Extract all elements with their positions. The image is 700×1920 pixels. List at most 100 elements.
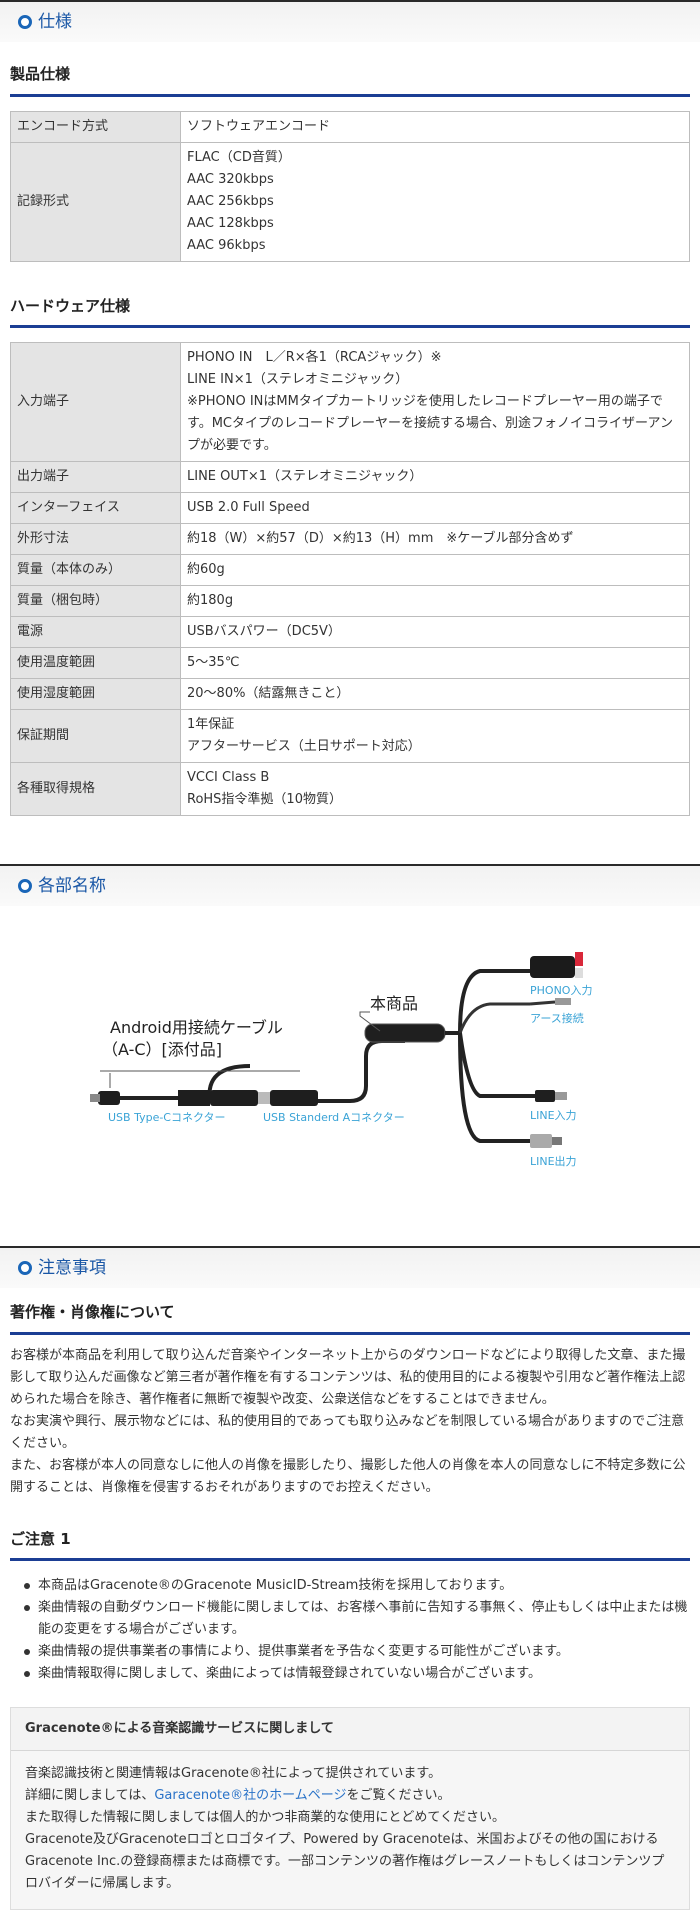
spec-value-line: PHONO IN L／R×各1（RCAジャック）※ <box>187 350 442 365</box>
spec-section-header: 仕様 <box>0 0 700 42</box>
spec-value-line: アフターサービス（土日サポート対応） <box>187 739 421 754</box>
gracenote-box-body: 音楽認識技術と関連情報はGracenote®社によって提供されています。 詳細に… <box>11 1751 689 1909</box>
spec-label: 入力端子 <box>10 342 181 462</box>
spec-value: 1年保証アフターサービス（土日サポート対応） <box>180 709 690 763</box>
list-item: 楽曲情報取得に関しまして、楽曲によっては情報登録されていない場合がございます。 <box>24 1663 690 1685</box>
parts-section-header: 各部名称 <box>0 864 700 906</box>
parts-diagram: Android用接続ケーブル （A-C）[添付品] 本商品 USB Type-C… <box>10 916 690 1246</box>
spec-value: LINE OUT×1（ステレオミニジャック） <box>180 461 690 493</box>
gracenote-line-prefix: 詳細に関しましては、 <box>25 1788 155 1804</box>
gracenote-homepage-link[interactable]: Garacenote®社のホームページ <box>154 1788 347 1804</box>
spec-value-line: ソフトウェアエンコード <box>187 118 331 134</box>
gracenote-line: Gracenote及びGracenoteロゴとロゴタイプ、Powered by … <box>25 1832 665 1892</box>
gracenote-line-suffix: をご覧ください。 <box>346 1788 451 1804</box>
table-row: インターフェイス USB 2.0 Full Speed <box>10 492 690 524</box>
spec-value-line: RoHS指令準拠（10物質） <box>187 792 342 807</box>
spec-label: 出力端子 <box>10 461 181 493</box>
spec-value: USBバスパワー（DC5V） <box>180 616 690 648</box>
spec-label: 質量（本体のみ） <box>10 554 181 586</box>
notes-section-header: 注意事項 <box>0 1246 700 1288</box>
circle-bullet-icon <box>18 15 32 29</box>
spec-value-line: 5～35℃ <box>187 655 240 670</box>
spec-value-line: USB 2.0 Full Speed <box>187 500 310 515</box>
circle-bullet-icon <box>18 879 32 893</box>
spec-value-line: ※PHONO INはMMタイプカートリッジを使用したレコードプレーヤー用の端子で… <box>187 394 673 453</box>
spec-value-line: FLAC（CD音質） <box>187 149 291 165</box>
spec-section-title: 仕様 <box>38 11 72 32</box>
line-output-label: LINE出力 <box>530 1155 577 1168</box>
spec-value: 約180g <box>180 585 690 617</box>
caution1-heading: ご注意 1 <box>10 1519 690 1561</box>
spec-value-line: AAC 320kbps <box>187 171 274 187</box>
spec-value-line: 約18（W）×約57（D）×約13（H）mm ※ケーブル部分含めず <box>187 531 574 546</box>
spec-label: インターフェイス <box>10 492 181 524</box>
product-spec-heading: 製品仕様 <box>10 54 690 97</box>
cable-title-line1: Android用接続ケーブル <box>110 1018 283 1037</box>
hardware-spec-table: 入力端子 PHONO IN L／R×各1（RCAジャック）※ LINE IN×1（ス… <box>10 342 690 816</box>
gracenote-box-title: Gracenote®による音楽認識サービスに関しまして <box>11 1708 689 1752</box>
notes-section-title: 注意事項 <box>38 1257 106 1278</box>
table-row: 出力端子 LINE OUT×1（ステレオミニジャック） <box>10 461 690 493</box>
spec-value-line: VCCI Class B <box>187 770 270 785</box>
spec-label: 外形寸法 <box>10 523 181 555</box>
spec-value: VCCI Class B RoHS指令準拠（10物質） <box>180 762 690 816</box>
product-label: 本商品 <box>370 994 419 1013</box>
copyright-text: お客様が本商品を利用して取り込んだ音楽やインターネット上からのダウンロードなどに… <box>10 1345 690 1499</box>
list-item: 楽曲情報の提供事業者の事情により、提供事業者を予告なく変更する可能性がございます… <box>24 1641 690 1663</box>
product-spec-table: エンコード方式ソフトウェアエンコード記録形式 FLAC（CD音質） AAC 320k… <box>10 110 690 262</box>
spec-label: 使用湿度範囲 <box>10 678 181 710</box>
usb-a-connector-label: USB Standerd Aコネクター <box>263 1111 405 1124</box>
spec-value: 約60g <box>180 554 690 586</box>
copyright-heading: 著作権・肖像権について <box>10 1292 690 1335</box>
spec-value-line: LINE IN×1（ステレオミニジャック） <box>187 372 409 387</box>
table-row: 質量（梱包時） 約180g <box>10 585 690 617</box>
spec-label: 使用温度範囲 <box>10 647 181 679</box>
spec-value: ソフトウェアエンコード <box>180 110 690 143</box>
spec-value-line: USBバスパワー（DC5V） <box>187 624 341 639</box>
copyright-paragraph: なお実演や興行、展示物などには、私的使用目的であっても取り込みなどを制限している… <box>10 1413 685 1451</box>
table-row: 使用温度範囲 5～35℃ <box>10 647 690 679</box>
gracenote-line: 音楽認識技術と関連情報はGracenote®社によって提供されています。 <box>25 1766 442 1782</box>
list-item: 本商品はGracenote®のGracenote MusicID-Stream技… <box>24 1575 690 1597</box>
copyright-paragraph: お客様が本商品を利用して取り込んだ音楽やインターネット上からのダウンロードなどに… <box>10 1347 686 1407</box>
earth-connection-label: アース接続 <box>530 1012 584 1025</box>
spec-value-line: LINE OUT×1（ステレオミニジャック） <box>187 469 423 484</box>
spec-value: 約18（W）×約57（D）×約13（H）mm ※ケーブル部分含めず <box>180 523 690 555</box>
cable-title-line2: （A-C）[添付品] <box>102 1040 223 1059</box>
gracenote-line: 詳細に関しましては、Garacenote®社のホームページをご覧ください。 <box>25 1785 675 1807</box>
hardware-spec-heading: ハードウェア仕様 <box>10 286 690 328</box>
spec-label: 質量（梱包時） <box>10 585 181 617</box>
spec-value-line: AAC 96kbps <box>187 237 266 253</box>
parts-section-title: 各部名称 <box>38 875 106 896</box>
spec-value: 5～35℃ <box>180 647 690 679</box>
spec-value-line: 約60g <box>187 562 225 577</box>
spec-value: USB 2.0 Full Speed <box>180 492 690 524</box>
table-row: 外形寸法約18（W）×約57（D）×約13（H）mm ※ケーブル部分含めず <box>10 523 690 555</box>
phono-input-label: PHONO入力 <box>530 984 593 997</box>
gracenote-line: また取得した情報に関しましては個人的かつ非商業的な使用にとどめてください。 <box>25 1810 505 1826</box>
spec-label: エンコード方式 <box>10 110 181 143</box>
gracenote-info-box: Gracenote®による音楽認識サービスに関しまして 音楽認識技術と関連情報は… <box>10 1707 690 1911</box>
spec-label: 記録形式 <box>10 141 181 262</box>
usb-c-connector-label: USB Type-Cコネクター <box>108 1111 226 1124</box>
spec-label: 各種取得規格 <box>10 762 181 816</box>
cable-diagram-drawing <box>90 952 583 1148</box>
spec-value-line: AAC 256kbps <box>187 193 274 209</box>
spec-label: 保証期間 <box>10 709 181 763</box>
circle-bullet-icon <box>18 1261 32 1275</box>
table-row: 質量（本体のみ） 約60g <box>10 554 690 586</box>
copyright-paragraph: また、お客様が本人の同意なしに他人の肖像を撮影したり、撮影した他人の肖像を本人の… <box>10 1457 686 1495</box>
list-item: 楽曲情報の自動ダウンロード機能に関しましては、お客様へ事前に告知する事無く、停止… <box>24 1597 690 1641</box>
spec-value-line: AAC 128kbps <box>187 215 274 231</box>
caution1-list: 本商品はGracenote®のGracenote MusicID-Stream技… <box>10 1575 690 1685</box>
table-row: エンコード方式ソフトウェアエンコード <box>10 110 690 143</box>
spec-value-line: 約180g <box>187 593 234 608</box>
spec-value: PHONO IN L／R×各1（RCAジャック）※ LINE IN×1（ステレオミ… <box>180 342 690 462</box>
table-row: 各種取得規格 VCCI Class B RoHS指令準拠（10物質） <box>10 762 690 816</box>
spec-value: 20～80%（結露無きこと） <box>180 678 690 710</box>
table-row: 入力端子 PHONO IN L／R×各1（RCAジャック）※ LINE IN×1（ス… <box>10 342 690 462</box>
